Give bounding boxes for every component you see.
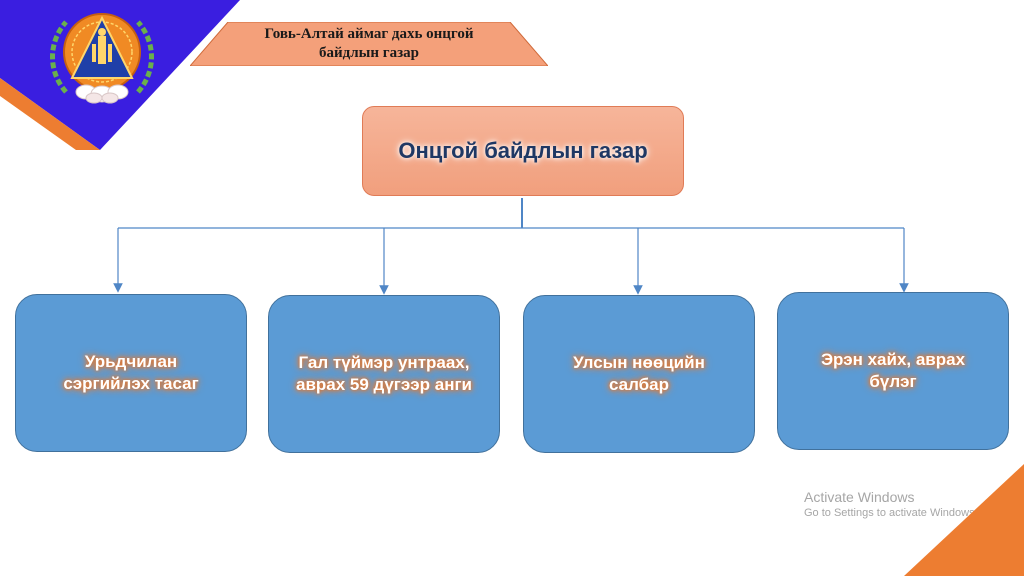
- title-banner-shape: [190, 22, 548, 66]
- corner-decoration-bottom-right: [904, 464, 1024, 576]
- banner-line-2: байдлын газар: [319, 45, 419, 61]
- child-node-line-2: салбар: [608, 375, 670, 394]
- activate-windows-watermark: Activate Windows Go to Settings to activ…: [804, 488, 978, 520]
- child-node-line-1: Урьдчилан: [84, 352, 178, 371]
- child-node-line-2: бүлэг: [869, 372, 917, 391]
- title-banner-text: Говь-Алтай аймаг дахь онцгой байдлын газ…: [190, 22, 548, 66]
- child-node-line-2: сэргийлэх тасаг: [63, 374, 199, 393]
- root-node: Онцгой байдлын газар: [362, 106, 684, 196]
- child-node-state-reserve: Улсын нөөцийн салбар: [523, 295, 755, 453]
- child-node-line-1: Эрэн хайх, аврах: [820, 350, 966, 369]
- child-node-line-2: аврах 59 дүгээр анги: [295, 375, 473, 394]
- child-node-line-1: Улсын нөөцийн: [573, 353, 705, 372]
- title-banner: Говь-Алтай аймаг дахь онцгой байдлын газ…: [190, 22, 548, 66]
- child-node-line-1: Гал түймэр унтраах,: [298, 353, 470, 372]
- child-node-fire-rescue-unit: Гал түймэр унтраах, аврах 59 дүгээр анги: [268, 295, 500, 453]
- child-node-prevention: Урьдчилан сэргийлэх тасаг: [15, 294, 247, 452]
- child-node-search-rescue: Эрэн хайх, аврах бүлэг: [777, 292, 1009, 450]
- banner-line-1: Говь-Алтай аймаг дахь онцгой: [264, 26, 474, 42]
- watermark-subtitle: Go to Settings to activate Windows.: [804, 507, 978, 519]
- watermark-title: Activate Windows: [804, 489, 915, 505]
- mongolia-emblem-icon: [50, 13, 154, 104]
- root-node-label: Онцгой байдлын газар: [398, 138, 648, 163]
